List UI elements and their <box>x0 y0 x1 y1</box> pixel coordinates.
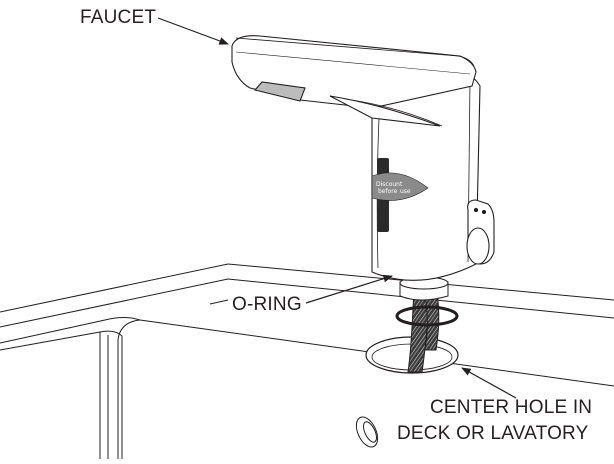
faucet-spout <box>231 35 477 127</box>
countertop <box>0 263 614 459</box>
faucet-label: FAUCET <box>80 7 157 28</box>
leader-lines <box>157 17 517 399</box>
tag-line-2: before <box>378 188 398 195</box>
center-hole-label-line-2: DECK OR LAVATORY <box>397 423 589 444</box>
faucet-handle <box>466 199 495 265</box>
tag-text: Discount before use <box>376 181 411 195</box>
protective-tag: Discount before use <box>371 172 429 201</box>
tag-line-1: Discount <box>376 181 403 188</box>
o-ring <box>395 305 459 327</box>
o-ring-leader-arrow <box>305 274 393 304</box>
overflow-opening <box>355 416 379 448</box>
faucet-shank <box>399 276 449 301</box>
o-ring-label: O-RING <box>232 294 302 315</box>
center-hole-leader-arrow <box>461 367 517 399</box>
tag-line-3: use <box>400 188 411 195</box>
center-hole-label-line-1: CENTER HOLE IN <box>430 397 593 418</box>
faucet-leader-arrow <box>157 17 229 45</box>
